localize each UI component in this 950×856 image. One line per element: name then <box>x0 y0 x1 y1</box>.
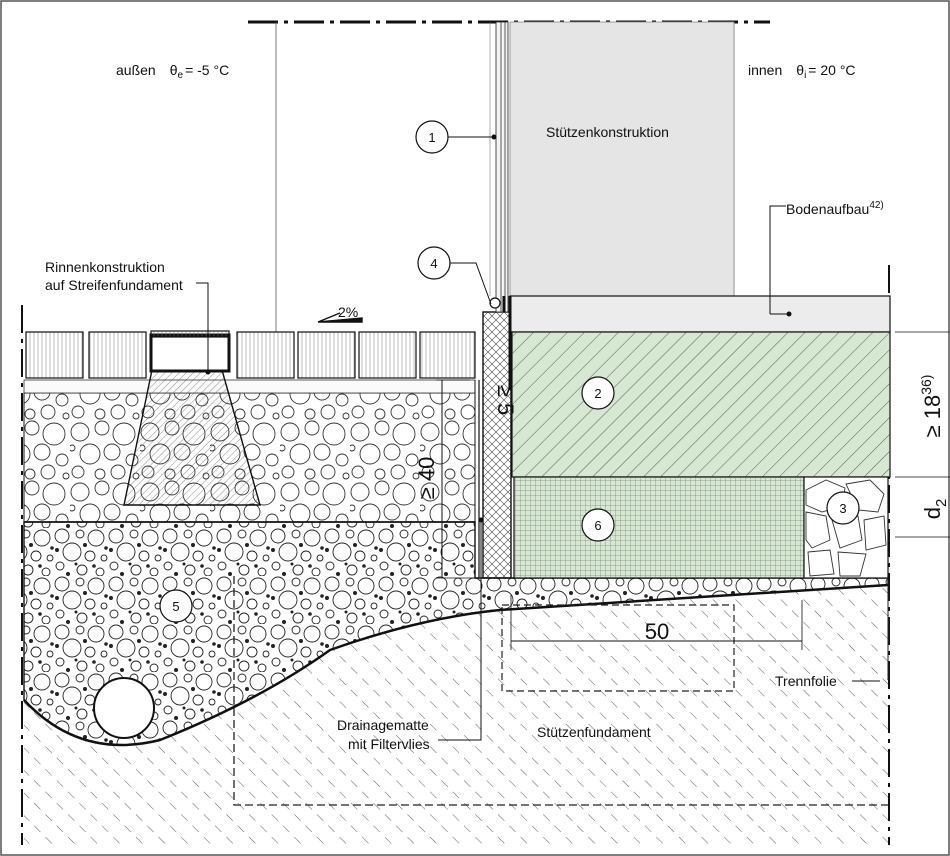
insulation-layer-2-hatch <box>512 332 890 477</box>
svg-text:1: 1 <box>428 130 435 145</box>
dim-label-d2: d2 <box>920 499 950 520</box>
svg-text:3: 3 <box>839 501 846 516</box>
marker-3: 3 <box>826 491 860 525</box>
gutter-label-line1: Rinnenkonstruktion <box>45 259 165 275</box>
svg-text:5: 5 <box>172 599 179 614</box>
layer-6-grid-pattern <box>514 477 804 578</box>
marker-4: 4 <box>417 246 492 305</box>
paving-blocks <box>25 331 476 379</box>
dim-label-18: ≥ 1836) <box>918 375 945 438</box>
column-foundation-label: Stützenfundament <box>537 724 651 740</box>
drainage-leader <box>438 520 482 741</box>
marker-1: 1 <box>415 120 497 154</box>
slope-label: 2% <box>338 304 358 320</box>
soil-boundary-line <box>23 583 889 747</box>
marker-6: 6 <box>581 508 615 542</box>
perimeter-insulation <box>482 311 512 579</box>
svg-text:6: 6 <box>594 518 601 533</box>
marker-2: 2 <box>581 376 615 410</box>
dim-label-50: 50 <box>645 619 669 644</box>
svg-text:4: 4 <box>430 256 437 271</box>
dim-label-40: ≥ 40 <box>414 457 439 500</box>
gutter-grate <box>150 330 230 338</box>
base-profile <box>502 296 512 390</box>
soil-body <box>24 585 888 845</box>
facade-panel <box>495 21 509 313</box>
gutter-channel <box>149 333 231 373</box>
drainage-pipe <box>93 677 155 739</box>
svg-text:2: 2 <box>594 386 601 401</box>
column-label: Stützenkonstruktion <box>546 124 669 140</box>
gutter-leader <box>196 282 209 372</box>
sealing-cord <box>489 297 501 309</box>
column-foundation-outline <box>233 576 888 806</box>
leader-dot <box>205 369 211 375</box>
drainage-label-line1: Drainagematte <box>337 717 429 733</box>
column-construction <box>509 21 735 297</box>
marker-5: 5 <box>159 589 193 623</box>
drainage-label-line2: mit Filtervlies <box>348 736 430 752</box>
floor-build-up-leader <box>769 205 786 314</box>
slope-arrow <box>317 312 363 323</box>
floor-build-up <box>509 295 891 333</box>
inner-footing-outline <box>501 604 735 692</box>
sand-bed <box>23 379 476 394</box>
floor-build-up-label: Bodenaufbau42) <box>786 200 884 217</box>
leader-dot <box>478 517 484 523</box>
separation-foil-label: Trennfolie <box>775 673 837 689</box>
gutter-label-line2: auf Streifenfundament <box>45 277 183 293</box>
dim-label-5: ≥ 5 <box>493 385 518 415</box>
